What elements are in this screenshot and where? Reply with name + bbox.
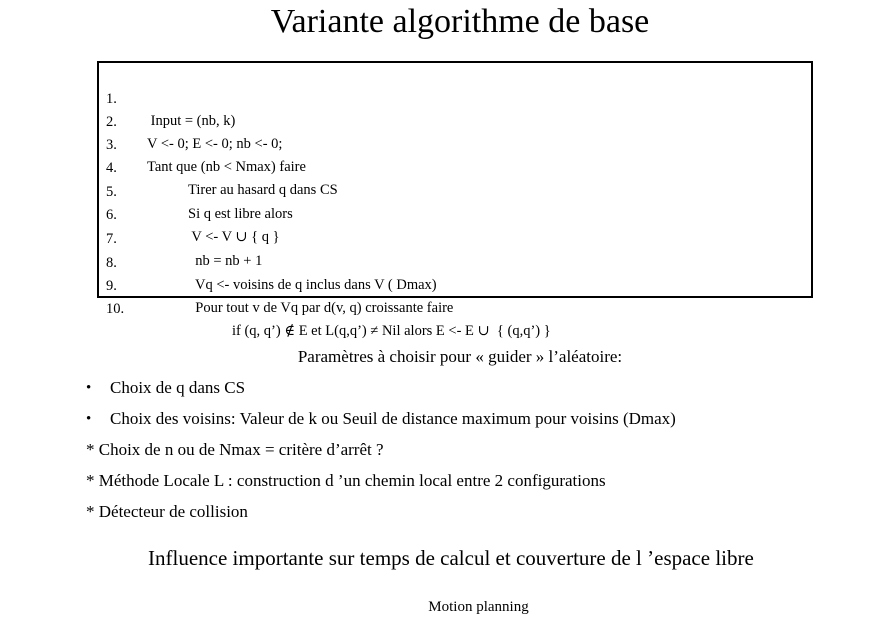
algorithm-line: 2. V <- 0; E <- 0; nb <- 0; xyxy=(99,89,282,152)
algorithm-box: 1. Input = (nb, k) 2. V <- 0; E <- 0; nb… xyxy=(97,61,813,339)
star-item: * Détecteur de collision xyxy=(86,502,248,521)
line-number: 2. xyxy=(106,114,117,130)
bullet-item: Choix de q dans CS xyxy=(110,378,246,397)
algorithm-line: 9. Pour tout v de Vq par d(v, q) croissa… xyxy=(99,253,453,316)
line-number: 6. xyxy=(106,207,117,223)
line-text: V <- 0; E <- 0; nb <- 0; xyxy=(147,136,283,152)
slide-footer: Motion planning xyxy=(428,599,529,615)
star-item: * Méthode Locale L : construction d ’un … xyxy=(86,471,606,490)
bullet-dot-icon: • xyxy=(86,380,92,396)
algorithm-line: 3. Tant que (nb < Nmax) faire xyxy=(99,112,306,175)
algorithm-line: 7. nb = nb + 1 xyxy=(99,206,262,269)
line-number: 8. xyxy=(106,255,117,271)
line-number: 10. xyxy=(106,301,125,317)
bullet-dot-icon: • xyxy=(86,411,92,427)
slide-title: Variante algorithme de base xyxy=(270,3,650,40)
line-text: Si q est libre alors xyxy=(188,206,293,222)
algorithm-line: 4. Tirer au hasard q dans CS xyxy=(99,135,338,198)
line-text: V <- V ∪ { q } xyxy=(188,229,280,245)
algorithm-line: 6. V <- V ∪ { q } xyxy=(99,182,280,245)
params-heading: Paramètres à choisir pour « guider » l’a… xyxy=(297,347,623,366)
algorithm-line: 10. if (q, q’) ∉ E et L(q,q’) ≠ Nil alor… xyxy=(99,276,551,339)
influence-statement: Influence importante sur temps de calcul… xyxy=(148,546,754,570)
line-text: nb = nb + 1 xyxy=(188,253,263,269)
star-item: * Choix de n ou de Nmax = critère d’arrê… xyxy=(86,440,384,459)
line-number: 3. xyxy=(106,137,117,153)
line-number: 4. xyxy=(106,160,117,176)
line-text: Tirer au hasard q dans CS xyxy=(188,182,338,198)
algorithm-line: 8. Vq <- voisins de q inclus dans V ( Dm… xyxy=(99,230,437,293)
algorithm-line: 5. Si q est libre alors xyxy=(99,159,293,222)
bullet-item: Choix des voisins: Valeur de k ou Seuil … xyxy=(110,409,676,428)
line-text: Tant que (nb < Nmax) faire xyxy=(147,159,306,175)
algorithm-line: 1. Input = (nb, k) xyxy=(99,66,235,129)
line-number: 7. xyxy=(106,231,117,247)
line-number: 5. xyxy=(106,184,117,200)
line-text: Pour tout v de Vq par d(v, q) croissante… xyxy=(188,300,454,316)
line-text: Vq <- voisins de q inclus dans V ( Dmax) xyxy=(188,277,437,293)
line-number: 9. xyxy=(106,278,117,294)
line-text: Input = (nb, k) xyxy=(147,113,236,129)
line-number: 1. xyxy=(106,91,117,107)
line-text: if (q, q’) ∉ E et L(q,q’) ≠ Nil alors E … xyxy=(232,323,551,339)
